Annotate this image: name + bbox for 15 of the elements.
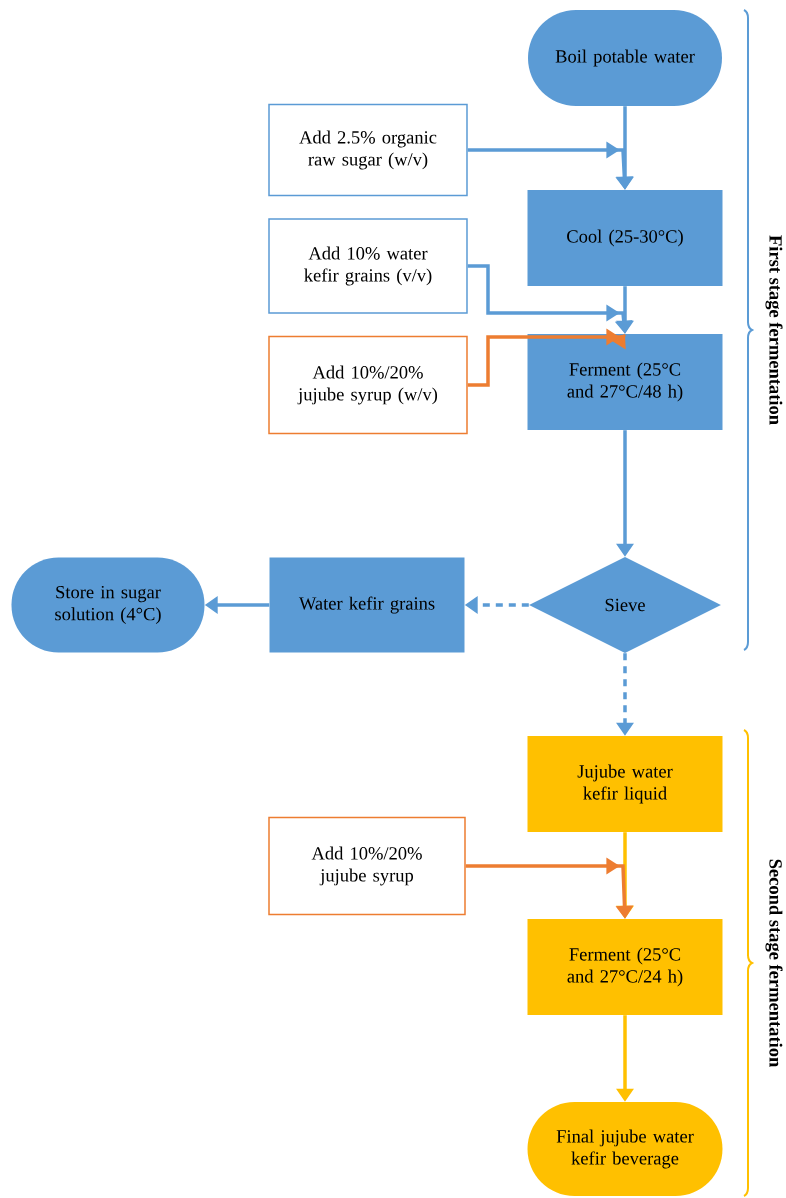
input-box: Add 10% water kefir grains (v/v) [268, 218, 468, 314]
arrow [467, 328, 627, 387]
process-box: Ferment (25°C and 27°C/24 h) [527, 919, 723, 1015]
input-box: Add 10%/20% jujube syrup (w/v) [268, 335, 468, 435]
stage-label: First stage fermentation [765, 235, 783, 425]
terminal-box: Store in sugar solution (4°C) [11, 557, 205, 653]
terminal-box: Final jujube water kefir beverage [527, 1102, 723, 1196]
process-box: Ferment (25°C and 27°C/48 h) [527, 334, 723, 430]
process-box: Jujube water kefir liquid [527, 736, 723, 832]
process-box: Cool (25-30°C) [527, 190, 723, 286]
process-box: Water kefir grains [269, 557, 465, 653]
stage-label: Second stage fermentation [765, 859, 783, 1068]
terminal-box: Boil potable water [528, 10, 722, 106]
input-box: Add 2.5% organic raw sugar (w/v) [268, 103, 468, 197]
input-box: Add 10%/20% jujube syrup [268, 816, 466, 916]
